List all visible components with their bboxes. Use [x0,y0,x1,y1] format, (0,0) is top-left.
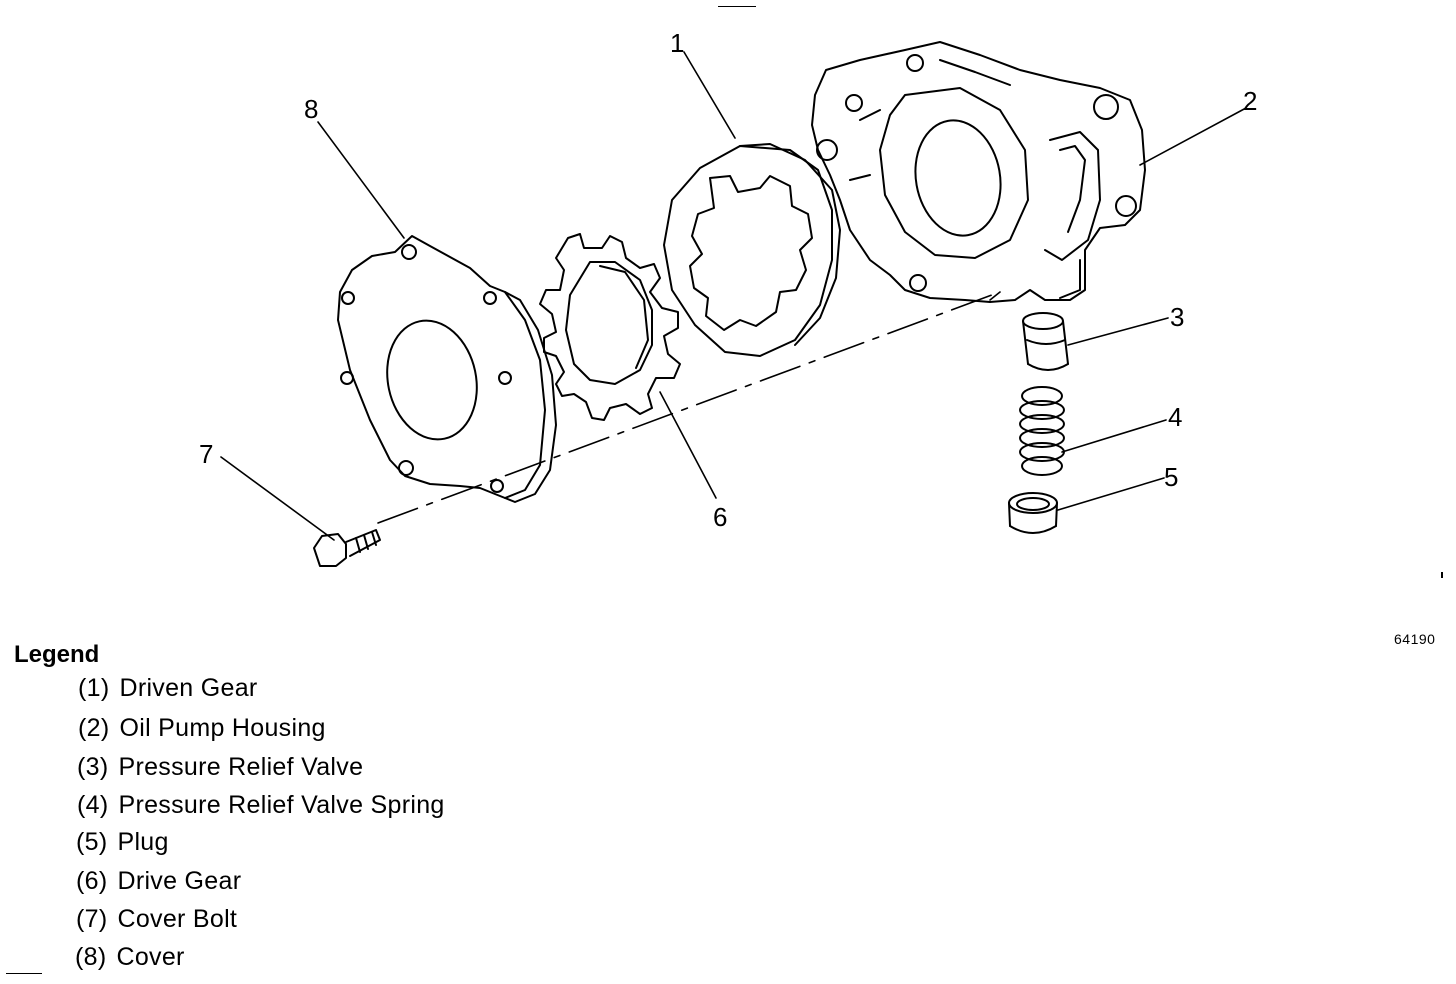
legend-label: Drive Gear [117,867,242,895]
legend-item: (4) Pressure Relief Valve Spring [77,791,445,820]
legend-label: Plug [117,828,169,856]
legend-number: (4) [77,791,109,819]
cover-bolt-part [313,529,381,567]
figure-reference-code: 64190 [1394,631,1436,647]
legend-label: Pressure Relief Valve Spring [118,791,445,819]
legend-number: (8) [75,943,107,971]
assembly-centerline [377,291,1001,524]
drive-gear-part [539,233,681,421]
callout-7: 7 [199,439,213,469]
callout-6: 6 [713,502,727,532]
leader-lines [220,51,1247,541]
top-rule [718,6,756,7]
legend-number: (6) [76,867,108,895]
legend-item: (1) Driven Gear [78,674,258,703]
legend-item: (8) Cover [75,943,185,972]
callout-1: 1 [670,28,684,58]
legend-label: Cover [116,943,185,971]
callout-8: 8 [304,94,318,124]
callout-5: 5 [1164,462,1178,492]
legend-number: (2) [78,714,110,742]
legend-item: (2) Oil Pump Housing [78,714,326,743]
legend-label: Cover Bolt [117,905,238,933]
legend-item: (3) Pressure Relief Valve [77,753,363,782]
pressure-relief-valve-spring-part [1019,386,1065,476]
plug-part [1008,492,1058,534]
legend-item: (6) Drive Gear [76,867,241,896]
callout-3: 3 [1170,302,1184,332]
legend-number: (3) [77,753,109,781]
oil-pump-housing-part [811,41,1146,303]
callout-4: 4 [1168,402,1182,432]
legend-item: (5) Plug [76,828,169,857]
driven-gear-part [663,143,841,357]
callout-2: 2 [1243,86,1257,116]
legend-label: Oil Pump Housing [119,714,326,742]
legend-list: (1) Driven Gear (2) Oil Pump Housing (3) Pr… [0,0,600,984]
margin-tick [1441,572,1443,578]
legend-number: (7) [76,905,108,933]
legend-item: (7) Cover Bolt [76,905,237,934]
legend-number: (1) [78,674,110,702]
legend-label: Pressure Relief Valve [118,753,364,781]
legend-number: (5) [76,828,108,856]
callout-numbers: 1 2 3 4 5 6 7 8 [199,28,1257,532]
bottom-rule [6,973,42,974]
housing-pointer [989,291,1001,301]
pressure-relief-valve-part [1022,312,1069,371]
legend-label: Driven Gear [119,674,258,702]
cover-part [337,235,557,503]
legend-title: Legend [14,641,100,668]
